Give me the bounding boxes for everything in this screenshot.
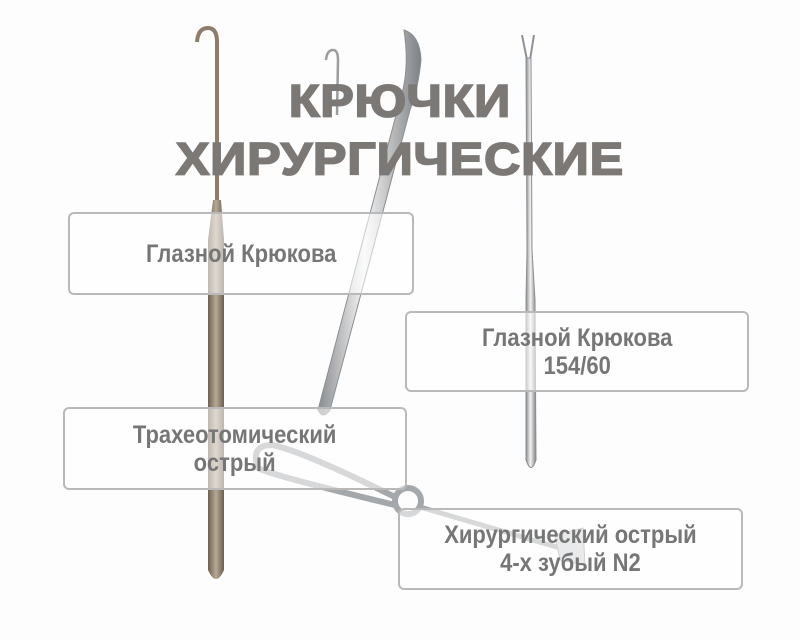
label-box-krukov: Глазной Крюкова: [68, 212, 414, 295]
label-box-surgical-4-teeth: Хирургический острый 4-х зубый N2: [398, 508, 743, 590]
label-surgical-4-teeth: Хирургический острый 4-х зубый N2: [444, 521, 697, 577]
label-box-krukov-154-60: Глазной Крюкова 154/60: [405, 311, 749, 392]
label-krukov-154-60: Глазной Крюкова 154/60: [481, 323, 673, 380]
title-line-1: КРЮЧКИ: [288, 75, 512, 127]
label-box-tracheotomy: Трахеотомический острый: [63, 407, 407, 490]
label-krukov: Глазной Крюкова: [145, 239, 337, 268]
label-tracheotomy: Трахеотомический острый: [133, 420, 337, 477]
small-hook: [324, 48, 340, 116]
title-line-2: ХИРУРГИЧЕСКИЕ: [175, 133, 625, 185]
